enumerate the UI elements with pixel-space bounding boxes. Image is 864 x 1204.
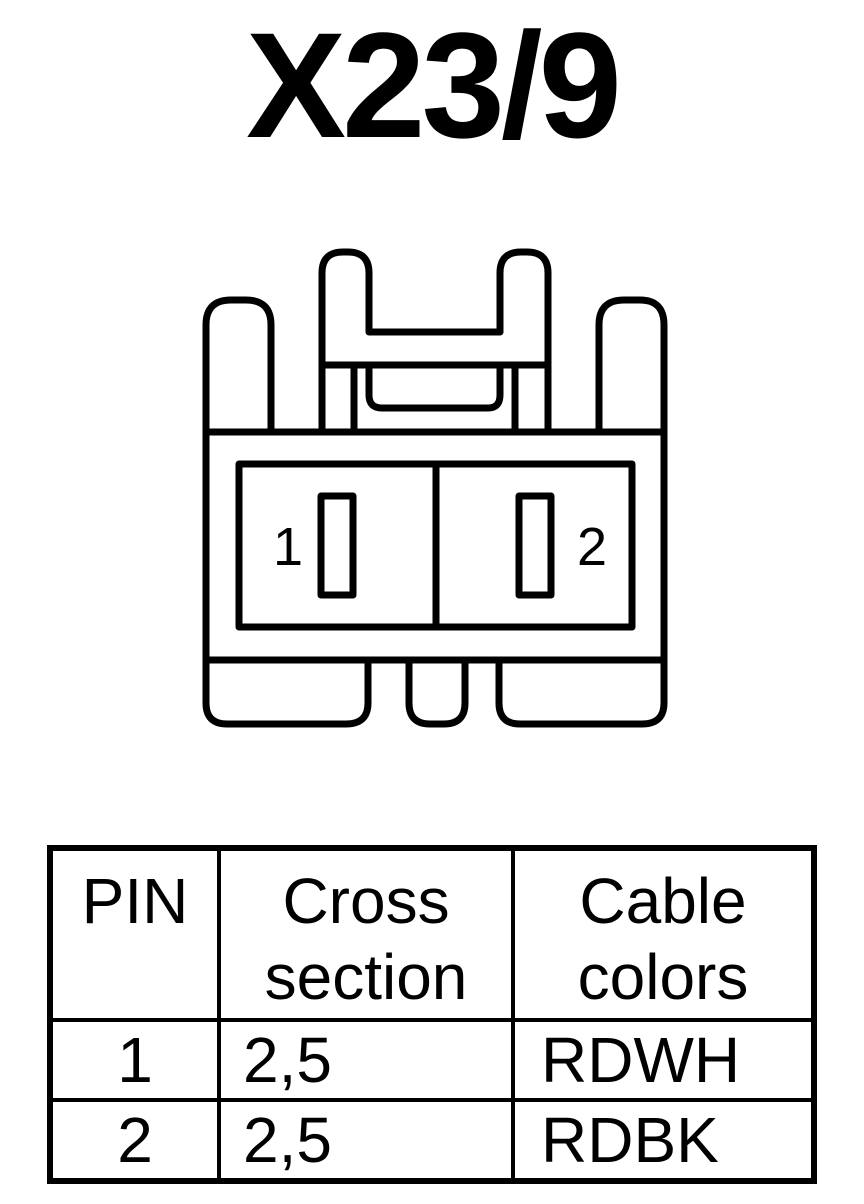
table-row: 2 2,5 RDBK: [48, 1098, 816, 1183]
row-2-cross-section: 2,5: [217, 1098, 515, 1183]
header-cross-section: Cross section: [217, 846, 515, 1022]
row-1-cross-section: 2,5: [217, 1018, 515, 1102]
table-row: 1 2,5 RDWH: [48, 1018, 816, 1102]
bottom-foot-right: [495, 660, 668, 728]
header-pin: PIN: [48, 846, 221, 1022]
bottom-foot-center: [405, 660, 469, 728]
row-2-pin: 2: [48, 1098, 221, 1183]
right-latch-post: [595, 296, 668, 432]
bottom-foot-left: [202, 660, 372, 728]
left-latch-post: [202, 296, 275, 432]
connector-title: X23/9: [246, 1, 622, 169]
pin-1-contact: [317, 492, 357, 599]
pin-table: PIN Cross section Cable colors 1 2,5 RDW…: [47, 845, 817, 1184]
pin-2-contact: [515, 492, 555, 599]
connector-diagram: 1 2: [202, 248, 668, 728]
header-cable-colors: Cable colors: [511, 846, 816, 1022]
pin-1-label: 1: [273, 517, 303, 577]
row-1-cable-color: RDWH: [511, 1018, 816, 1102]
clip-window: [350, 365, 519, 432]
row-1-pin: 1: [48, 1018, 221, 1102]
pin-table-header: PIN Cross section Cable colors: [48, 846, 816, 1022]
locking-clip: [318, 248, 552, 432]
row-2-cable-color: RDBK: [511, 1098, 816, 1183]
pin-2-label: 2: [577, 517, 607, 577]
